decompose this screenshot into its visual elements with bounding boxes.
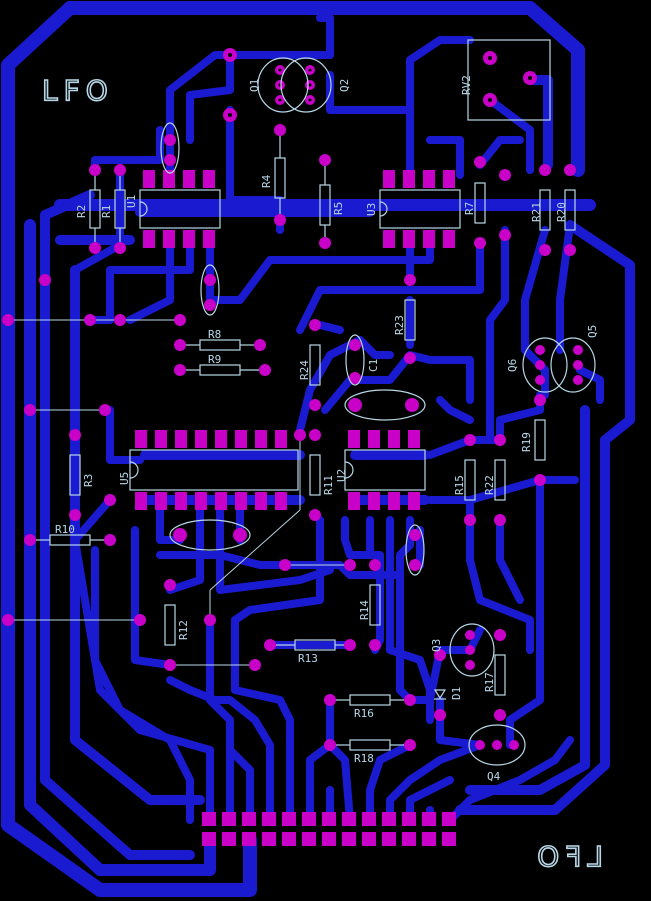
board-title-mirrored: LFO xyxy=(531,840,603,873)
svg-text:R11: R11 xyxy=(322,475,335,495)
svg-text:Q3: Q3 xyxy=(430,639,443,652)
svg-text:R8: R8 xyxy=(208,328,221,341)
svg-text:Q6: Q6 xyxy=(506,359,519,372)
svg-text:Q4: Q4 xyxy=(487,770,501,783)
svg-text:R7: R7 xyxy=(463,202,476,215)
designators: R2 R1 U1 Q1 Q2 R4 R5 U3 R7 RV2 R21 R20 R… xyxy=(55,75,599,783)
board-title: LFO xyxy=(42,74,114,107)
svg-text:R10: R10 xyxy=(55,523,75,536)
svg-text:Q5: Q5 xyxy=(586,325,599,338)
svg-text:R14: R14 xyxy=(358,600,371,620)
svg-text:R3: R3 xyxy=(82,474,95,487)
svg-text:D1: D1 xyxy=(450,687,463,700)
svg-text:R13: R13 xyxy=(298,652,318,665)
svg-text:R15: R15 xyxy=(453,475,466,495)
svg-text:R9: R9 xyxy=(208,353,221,366)
svg-text:R16: R16 xyxy=(354,707,374,720)
svg-text:R21: R21 xyxy=(530,202,543,222)
svg-text:R22: R22 xyxy=(483,475,496,495)
svg-text:R5: R5 xyxy=(332,202,345,215)
svg-text:R12: R12 xyxy=(177,620,190,640)
svg-text:R17: R17 xyxy=(483,672,496,692)
svg-text:U5: U5 xyxy=(118,472,131,485)
silkscreen xyxy=(36,39,596,766)
round-pads xyxy=(2,48,583,751)
svg-text:R19: R19 xyxy=(520,432,533,452)
svg-text:R2: R2 xyxy=(75,205,88,218)
svg-text:U2: U2 xyxy=(335,469,348,482)
svg-text:Q1: Q1 xyxy=(248,79,261,92)
svg-text:RV2: RV2 xyxy=(460,75,473,95)
svg-text:U1: U1 xyxy=(125,195,138,208)
svg-text:R23: R23 xyxy=(393,315,406,335)
svg-text:R18: R18 xyxy=(354,752,374,765)
svg-text:R1: R1 xyxy=(100,205,113,218)
svg-text:R20: R20 xyxy=(555,202,568,222)
svg-text:R4: R4 xyxy=(260,174,273,188)
svg-text:C1: C1 xyxy=(367,359,380,372)
pads xyxy=(135,170,456,846)
svg-text:U3: U3 xyxy=(365,203,378,216)
svg-text:R24: R24 xyxy=(298,360,311,380)
svg-text:Q2: Q2 xyxy=(338,79,351,92)
